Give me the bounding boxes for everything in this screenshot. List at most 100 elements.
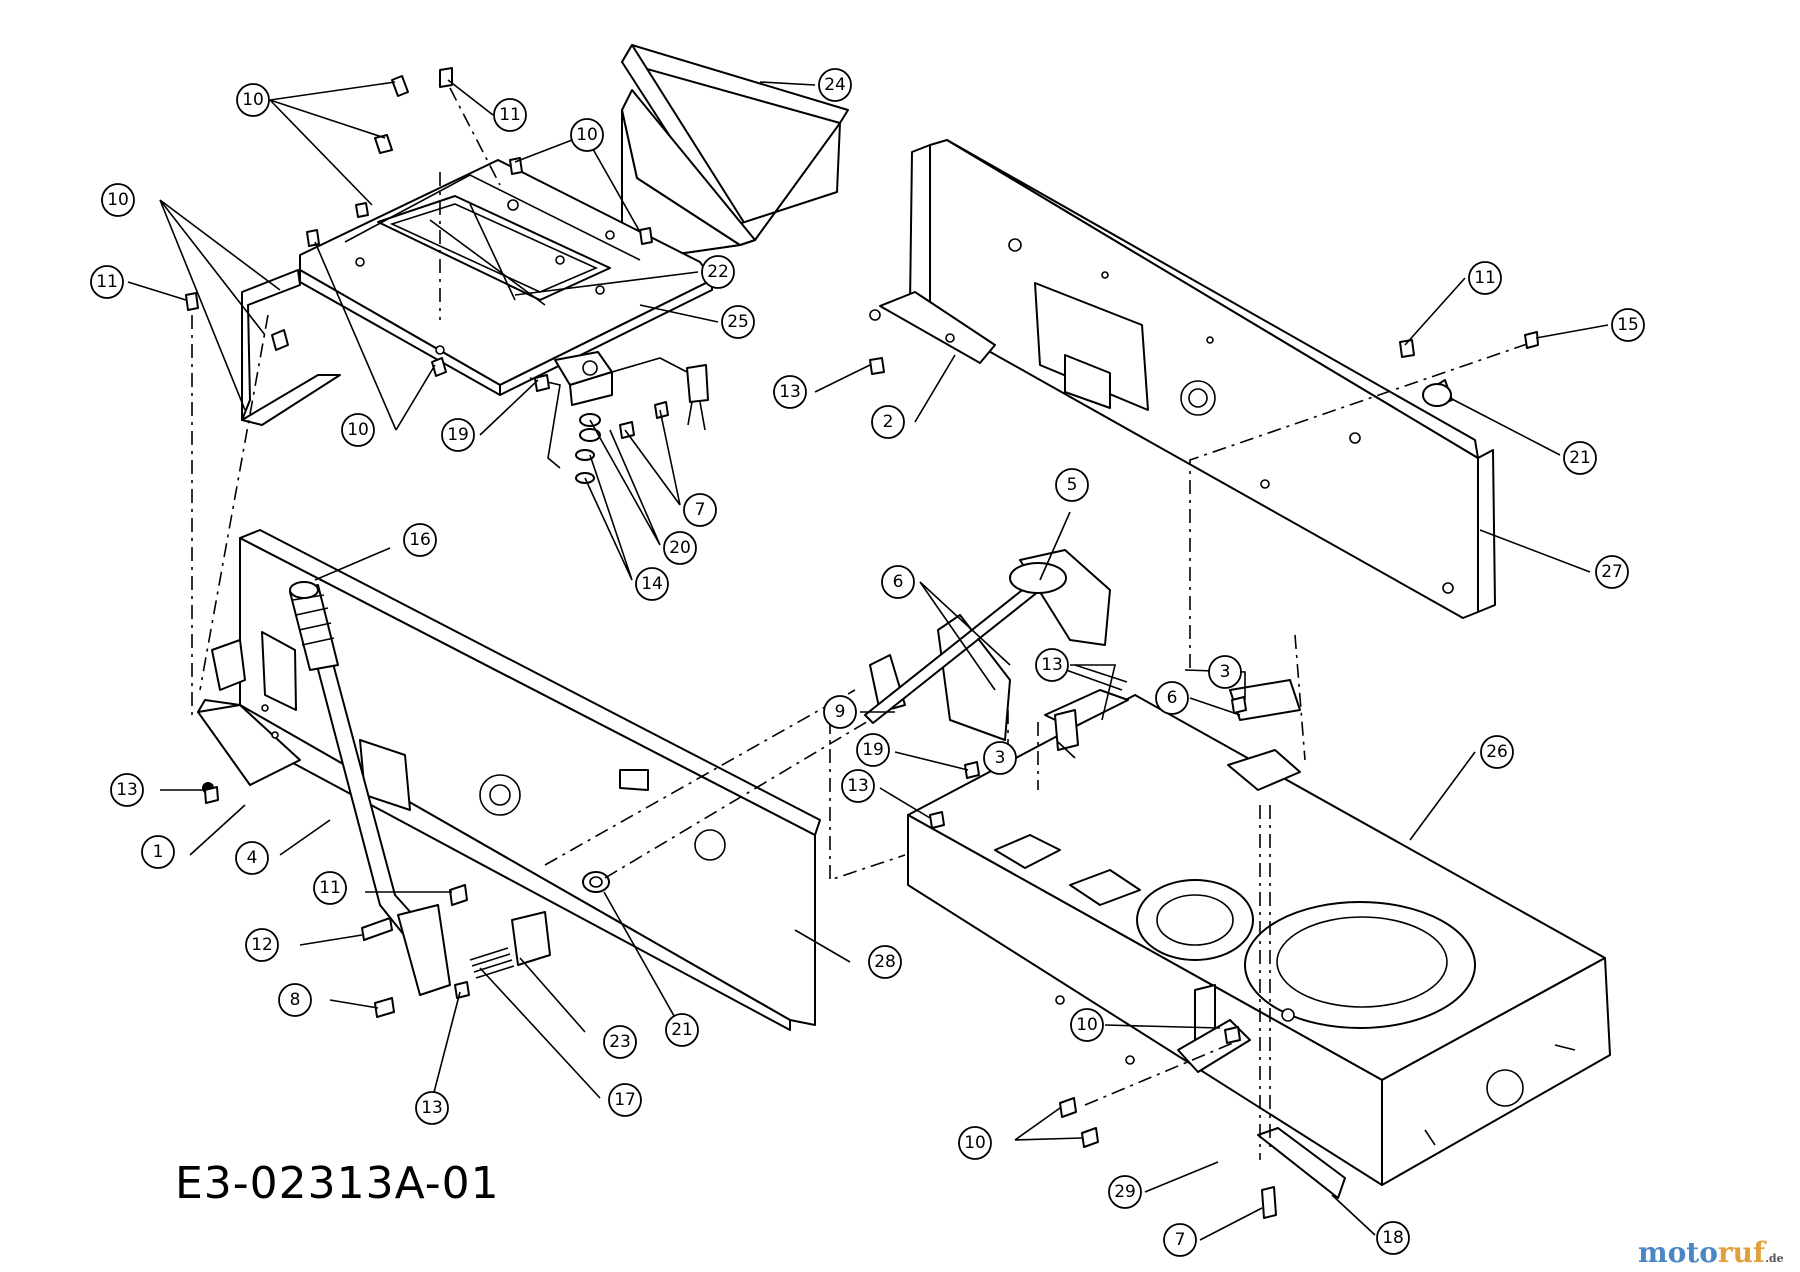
callout-13-d: 13 — [841, 769, 875, 803]
callout-11-b: 11 — [90, 265, 124, 299]
callout-16: 16 — [403, 523, 437, 557]
callout-14: 14 — [635, 567, 669, 601]
stop-23 — [511, 911, 551, 966]
callout-12: 12 — [245, 928, 279, 962]
main-frame-26 — [907, 694, 1611, 1186]
svg-text:13: 13 — [421, 1098, 443, 1118]
callout-21-b: 21 — [1563, 441, 1597, 475]
callout-11-a: 11 — [493, 98, 527, 132]
svg-text:11: 11 — [319, 878, 341, 898]
callout-20: 20 — [663, 531, 697, 565]
bushing-21-left — [582, 871, 610, 893]
rear-panel-27 — [869, 139, 1496, 619]
svg-text:7: 7 — [695, 500, 706, 520]
svg-text:16: 16 — [409, 530, 431, 550]
callout-24: 24 — [818, 68, 852, 102]
callout-25: 25 — [721, 305, 755, 339]
svg-text:17: 17 — [614, 1090, 636, 1110]
svg-text:25: 25 — [727, 312, 749, 332]
callout-1: 1 — [141, 835, 175, 869]
callout-15: 15 — [1611, 308, 1645, 342]
watermark-part3: .de — [1765, 1252, 1784, 1265]
svg-text:21: 21 — [671, 1020, 693, 1040]
svg-text:14: 14 — [641, 574, 663, 594]
seat-switch — [529, 351, 709, 469]
callout-10-f: 10 — [958, 1126, 992, 1160]
callout-19-a: 19 — [441, 418, 475, 452]
callout-27: 27 — [1595, 555, 1629, 589]
svg-text:10: 10 — [242, 90, 264, 110]
watermark-logo: motoruf.de — [1638, 1236, 1784, 1269]
callout-7-a: 7 — [683, 493, 717, 527]
callout-4: 4 — [235, 841, 269, 875]
svg-text:3: 3 — [995, 748, 1006, 768]
svg-text:12: 12 — [251, 935, 273, 955]
svg-text:29: 29 — [1114, 1182, 1136, 1202]
callout-2: 2 — [871, 405, 905, 439]
svg-text:19: 19 — [862, 740, 884, 760]
callout-6-b: 6 — [1155, 681, 1189, 715]
svg-text:19: 19 — [447, 425, 469, 445]
callout-10-e: 10 — [1070, 1008, 1104, 1042]
callout-11-d: 11 — [1468, 261, 1502, 295]
svg-text:13: 13 — [1041, 655, 1063, 675]
callout-9: 9 — [823, 695, 857, 729]
svg-text:15: 15 — [1617, 315, 1639, 335]
drawing-code: E3-02313A-01 — [175, 1158, 500, 1209]
svg-text:1: 1 — [153, 842, 164, 862]
svg-text:18: 18 — [1382, 1228, 1404, 1248]
assembly-lines — [191, 87, 1531, 1160]
svg-text:23: 23 — [609, 1032, 631, 1052]
leader-lines — [127, 79, 1609, 1241]
svg-text:13: 13 — [847, 776, 869, 796]
callout-29: 29 — [1108, 1175, 1142, 1209]
svg-text:3: 3 — [1220, 662, 1231, 682]
svg-text:8: 8 — [290, 990, 301, 1010]
callout-21-a: 21 — [665, 1013, 699, 1047]
pedal-assembly — [864, 549, 1301, 751]
svg-text:11: 11 — [96, 272, 118, 292]
svg-text:28: 28 — [874, 952, 896, 972]
svg-text:11: 11 — [499, 105, 521, 125]
callout-7-b: 7 — [1163, 1223, 1197, 1257]
callout-8: 8 — [278, 983, 312, 1017]
svg-text:6: 6 — [893, 572, 904, 592]
callout-11-c: 11 — [313, 871, 347, 905]
callouts: 10 11 24 10 10 11 22 25 10 19 7 20 14 16… — [90, 68, 1645, 1257]
callout-13-a: 13 — [110, 773, 144, 807]
watermark-part2: ruf — [1717, 1236, 1766, 1269]
svg-text:10: 10 — [1076, 1015, 1098, 1035]
callout-23: 23 — [603, 1025, 637, 1059]
callout-10-a: 10 — [236, 83, 270, 117]
fasteners — [185, 67, 1539, 1219]
svg-text:11: 11 — [1474, 268, 1496, 288]
left-frame-28 — [197, 529, 821, 1031]
seat-pan-24 — [621, 44, 849, 263]
svg-text:4: 4 — [247, 848, 258, 868]
svg-text:27: 27 — [1601, 562, 1623, 582]
svg-text:26: 26 — [1486, 742, 1508, 762]
svg-text:22: 22 — [707, 262, 729, 282]
svg-text:10: 10 — [964, 1133, 986, 1153]
svg-text:10: 10 — [347, 420, 369, 440]
callout-19-b: 19 — [856, 733, 890, 767]
spring-17 — [469, 947, 515, 979]
callout-28: 28 — [868, 945, 902, 979]
svg-text:6: 6 — [1167, 688, 1178, 708]
callout-10-b: 10 — [570, 118, 604, 152]
svg-text:21: 21 — [1569, 448, 1591, 468]
callout-10-d: 10 — [341, 413, 375, 447]
svg-text:5: 5 — [1067, 475, 1078, 495]
callout-17: 17 — [608, 1083, 642, 1117]
callout-3-b: 3 — [1208, 655, 1242, 689]
callout-26: 26 — [1480, 735, 1514, 769]
svg-text:20: 20 — [669, 538, 691, 558]
svg-text:13: 13 — [779, 382, 801, 402]
callout-10-c: 10 — [101, 183, 135, 217]
callout-13-c: 13 — [773, 375, 807, 409]
tray-18 — [1257, 1127, 1346, 1199]
watermark-part1: moto — [1638, 1236, 1718, 1269]
callout-3-a: 3 — [983, 741, 1017, 775]
svg-text:7: 7 — [1175, 1230, 1186, 1250]
